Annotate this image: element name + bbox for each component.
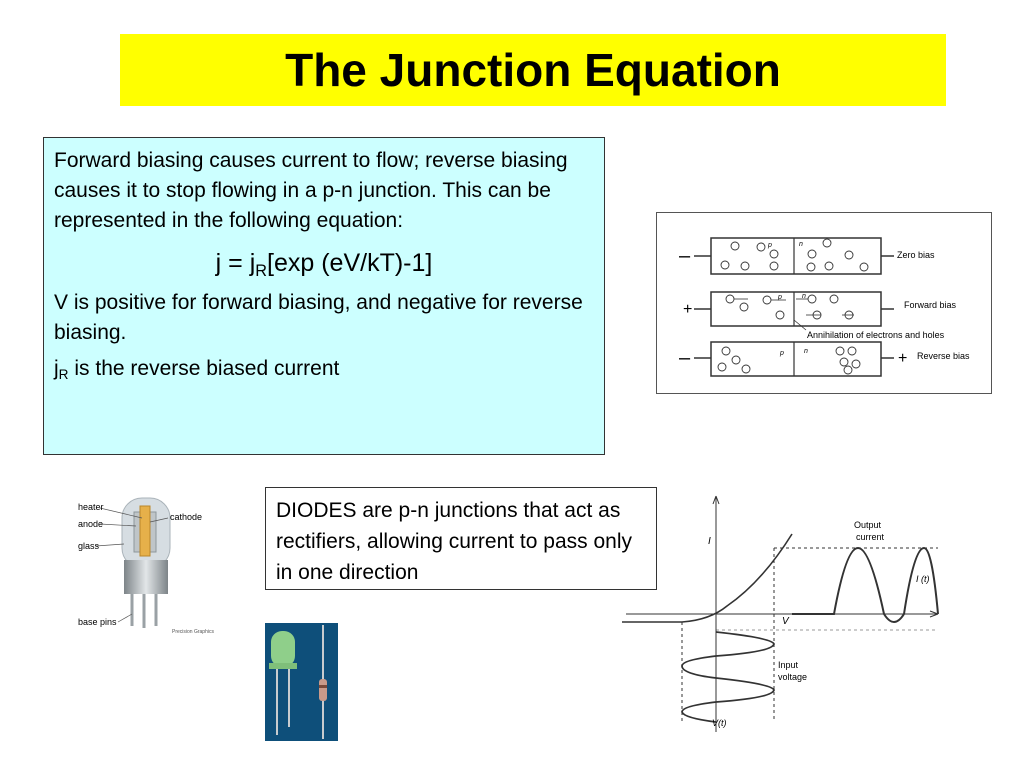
rectifier-iv-figure: I V Output current I (t) Input voltage V…: [622, 495, 939, 732]
svg-text:voltage: voltage: [778, 672, 807, 682]
svg-text:glass: glass: [78, 541, 100, 551]
svg-text:Forward bias: Forward bias: [904, 300, 957, 310]
svg-text:p: p: [779, 350, 784, 357]
svg-text:V(t): V(t): [712, 718, 727, 728]
title-bar: The Junction Equation: [120, 34, 946, 106]
svg-text:Reverse bias: Reverse bias: [917, 351, 970, 361]
svg-text:base pins: base pins: [78, 617, 117, 627]
reverse-bias-diagram: – + p n Reverse bias: [679, 341, 970, 377]
svg-text:Zero bias: Zero bias: [897, 250, 935, 260]
svg-text:+: +: [683, 301, 692, 318]
svg-text:I: I: [708, 536, 711, 547]
intro-text: Forward biasing causes current to flow; …: [54, 149, 568, 232]
svg-text:p: p: [777, 294, 782, 301]
slide-title: The Junction Equation: [285, 44, 781, 96]
svg-text:n: n: [804, 348, 808, 355]
svg-text:current: current: [856, 532, 885, 542]
equation-textbox: Forward biasing causes current to flow; …: [43, 137, 605, 455]
svg-text:I (t): I (t): [916, 574, 930, 584]
vacuum-tube-figure: heater anode glass cathode base pins Pre…: [78, 497, 214, 635]
v-note: V is positive for forward biasing, and n…: [54, 291, 583, 344]
svg-text:anode: anode: [78, 519, 103, 529]
svg-text:Input: Input: [778, 660, 799, 670]
svg-text:Precision Graphics: Precision Graphics: [172, 629, 214, 635]
jr-note: jR is the reverse biased current: [54, 357, 340, 383]
svg-text:n: n: [802, 293, 806, 300]
junction-bias-figure: – p n Zero bias + p n Forward bias Annih…: [656, 212, 992, 394]
svg-text:–: –: [679, 245, 691, 267]
svg-text:+: +: [898, 350, 907, 367]
svg-text:n: n: [799, 241, 803, 248]
svg-text:–: –: [679, 347, 691, 369]
zero-bias-diagram: – p n Zero bias: [679, 237, 935, 275]
svg-text:V: V: [782, 616, 790, 627]
diodes-note: DIODES are p-n junctions that act as rec…: [276, 499, 632, 584]
diodes-textbox: DIODES are p-n junctions that act as rec…: [265, 487, 657, 590]
svg-text:cathode: cathode: [170, 512, 202, 522]
svg-text:p: p: [767, 242, 772, 249]
svg-text:Annihilation of electrons and: Annihilation of electrons and holes: [807, 330, 945, 340]
svg-text:heater: heater: [78, 502, 104, 512]
junction-equation: j = jR[exp (eV/kT)-1]: [215, 249, 433, 280]
svg-text:Output: Output: [854, 520, 882, 530]
forward-bias-diagram: + p n Forward bias Annihilation of elect…: [683, 291, 957, 340]
led-diode-photo: [265, 623, 338, 741]
